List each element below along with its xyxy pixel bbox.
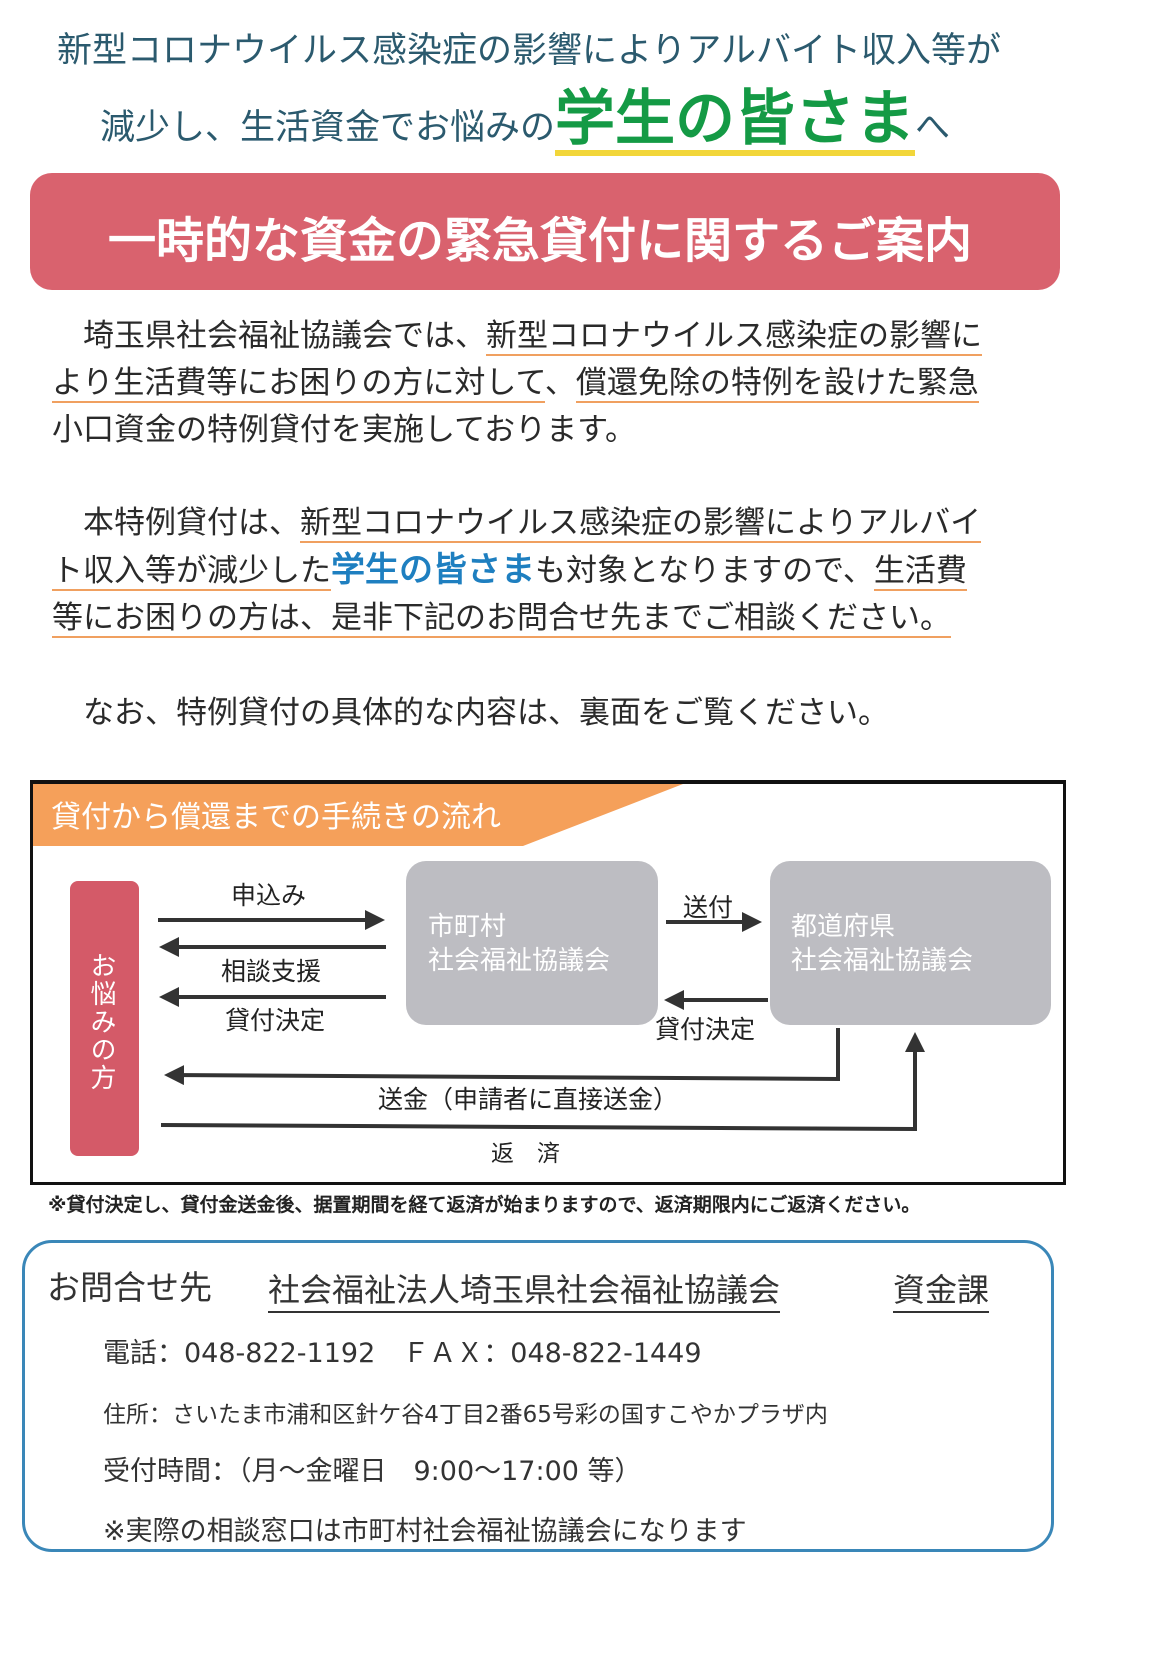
applicant-label: お悩みの方 [86,952,116,1092]
repay-arrow [160,1032,925,1132]
underlined-text: 新型コロナウイルス感染症の影響によりアルバイ [300,505,982,543]
contact-hours: 受付時間：（月～金曜日 9:00～17:00 等） [103,1456,642,1487]
flow-title: 貸付から償還までの手続きの流れ [51,800,501,835]
paragraph-2: 本特例貸付は、新型コロナウイルス感染症の影響によりアルバイト収入等が減少した学生… [52,500,982,642]
banner-title: 一時的な資金の緊急貸付に関するご案内 [108,213,973,269]
contact-org: 社会福祉法人埼玉県社会福祉協議会 [268,1265,781,1313]
paragraph-3: なお、特例貸付の具体的な内容は、裏面をご覧ください。 [52,690,889,737]
municipal-label-2: 社会福祉協議会 [428,946,611,976]
body-text: も対象となりますので、 [535,553,874,589]
emphasis-text: 学生の皆さま [331,550,535,590]
paragraph-line: 小口資金の特例貸付を実施しております。 [52,407,982,454]
paragraph-line: より生活費等にお困りの方に対して、償還免除の特例を設けた緊急 [52,360,982,407]
headline-line1: 新型コロナウイルス感染症の影響によりアルバイト収入等が [57,31,1001,71]
municipal-label-1: 市町村 [428,912,507,942]
paragraph-line: 等にお困りの方は、是非下記のお問合せ先までご相談ください。 [52,595,981,642]
flow-diagram: 貸付から償還までの手続きの流れ お悩みの方 市町村 社会福祉協議会 都道府県 社… [30,780,1066,1185]
applicant-box [70,881,139,1156]
contact-window-note: ※実際の相談窓口は市町村社会福祉協議会になります [103,1516,747,1547]
paragraph-line: なお、特例貸付の具体的な内容は、裏面をご覧ください。 [52,690,889,737]
contact-phone: 電話：048-822-1192 ＦＡＸ：048-822-1449 [103,1338,702,1369]
paragraph-line: 埼玉県社会福祉協議会では、新型コロナウイルス感染症の影響に [52,313,982,360]
underlined-text: 生活費 [873,553,967,591]
body-text: 本特例貸付は、 [52,505,300,541]
consult-label: 相談支援 [221,957,322,986]
contact-dept: 資金課 [893,1265,990,1313]
remit-arrow [164,1028,840,1086]
flow-graphics [33,784,1051,1156]
underlined-text: ト収入等が減少した [52,553,331,591]
prefecture-label-2: 社会福祉協議会 [791,946,974,976]
paragraph-line: 本特例貸付は、新型コロナウイルス感染症の影響によりアルバイ [52,500,982,547]
body-text: 小口資金の特例貸付を実施しております。 [52,412,637,448]
apply-label: 申込み [231,881,307,910]
repayment-note: ※貸付決定し、貸付金送金後、据置期間を経て返済が始まりますので、返済期限内にご返… [48,1194,921,1216]
repay-label: 返 済 [491,1141,560,1167]
send-label: 送付 [683,893,734,922]
underlined-text: 新型コロナウイルス感染症の影響に [486,318,982,356]
title-banner: 一時的な資金の緊急貸付に関するご案内 [30,173,1060,290]
paragraph-line: ト収入等が減少した学生の皆さまも対象となりますので、生活費 [52,547,981,595]
body-text: なお、特例貸付の具体的な内容は、裏面をご覧ください。 [52,695,889,731]
decision-left-label: 貸付決定 [225,1006,326,1035]
contact-address: 住所：さいたま市浦和区針ケ谷4丁目2番65号彩の国すこやかプラザ内 [103,1402,828,1428]
body-text: 、 [544,365,576,401]
headline-prefix: 減少し、生活資金でお悩みの [100,108,556,148]
prefecture-label-1: 都道府県 [791,912,896,942]
prefecture-box [770,861,1051,1025]
body-text: 埼玉県社会福祉協議会では、 [52,318,486,354]
paragraph-1: 埼玉県社会福祉協議会では、新型コロナウイルス感染症の影響により生活費等にお困りの… [52,313,982,454]
decision-right-label: 貸付決定 [655,1015,756,1044]
headline-line2: 減少し、生活資金でお悩みの学生の皆さまへ [100,88,950,156]
underlined-text: 等にお困りの方は、是非下記のお問合せ先までご相談ください。 [52,600,951,638]
headline-suffix: へ [915,108,951,148]
contact-box: お問合せ先 社会福祉法人埼玉県社会福祉協議会 資金課 電話：048-822-11… [22,1240,1054,1552]
underlined-text: 償還免除の特例を設けた緊急 [575,365,979,403]
headline-emphasis: 学生の皆さま [555,84,916,156]
flow-title-band [33,784,683,846]
remit-label: 送金（申請者に直接送金） [378,1085,679,1114]
municipal-box [406,861,658,1025]
contact-label: お問合せ先 [47,1268,212,1307]
underlined-text: より生活費等にお困りの方に対して [52,365,545,403]
